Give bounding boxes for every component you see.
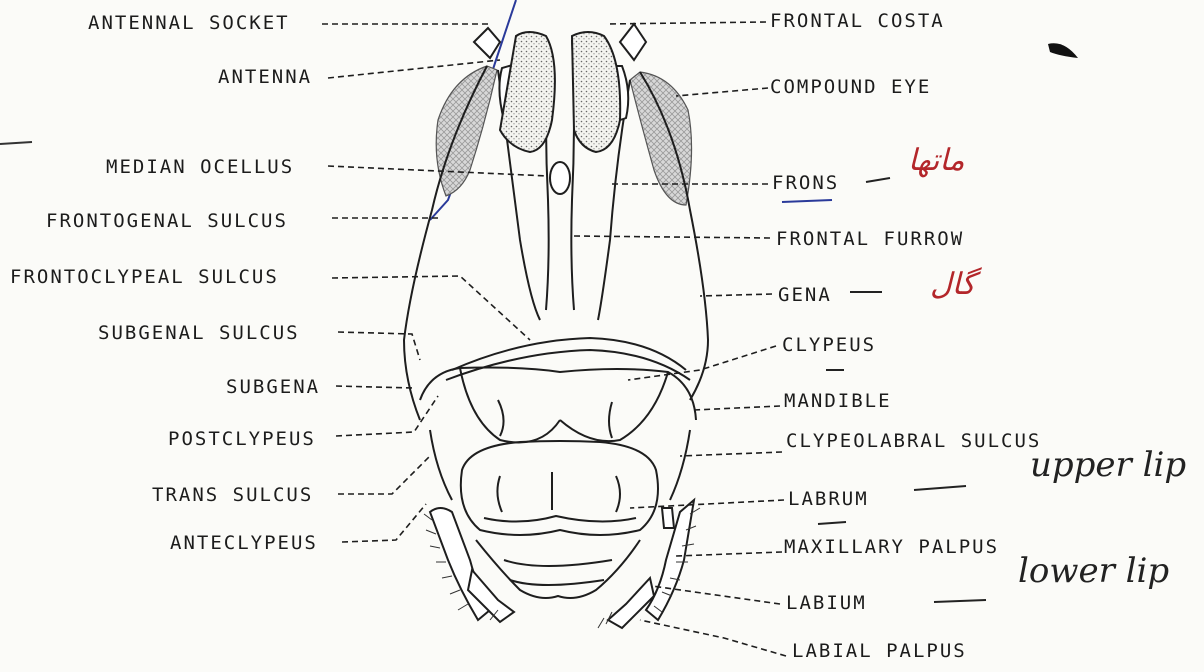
label-labial-palpus: LABIAL PALPUS bbox=[792, 642, 967, 661]
ink-blot bbox=[1048, 43, 1078, 58]
label-labium: LABIUM bbox=[786, 594, 867, 613]
note-labrum: upper lip bbox=[1030, 448, 1186, 482]
label-frons: FRONS bbox=[772, 174, 839, 193]
note-gena: گال bbox=[930, 270, 975, 300]
label-frontal-furrow: FRONTAL FURROW bbox=[776, 230, 964, 249]
label-clypeus: CLYPEUS bbox=[782, 336, 876, 355]
label-frontoclypeal-sulcus: FRONTOCLYPEAL SULCUS bbox=[10, 268, 279, 287]
pen-underlines bbox=[782, 200, 832, 202]
label-anteclypeus: ANTECLYPEUS bbox=[170, 534, 318, 553]
label-frontal-costa: FRONTAL COSTA bbox=[770, 12, 945, 31]
label-median-ocellus: MEDIAN OCELLUS bbox=[106, 158, 294, 177]
median-ocellus-shape bbox=[550, 162, 570, 194]
label-subgenal-sulcus: SUBGENAL SULCUS bbox=[98, 324, 300, 343]
label-frontogenal-sulcus: FRONTOGENAL SULCUS bbox=[46, 212, 288, 231]
label-compound-eye: COMPOUND EYE bbox=[770, 78, 931, 97]
label-antennal-socket: ANTENNAL SOCKET bbox=[88, 14, 290, 33]
note-labium: lower lip bbox=[1018, 554, 1169, 588]
label-mandible: MANDIBLE bbox=[784, 392, 892, 411]
label-gena: GENA bbox=[778, 286, 832, 305]
label-postclypeus: POSTCLYPEUS bbox=[168, 430, 316, 449]
margin-dash bbox=[0, 142, 32, 144]
antennae bbox=[474, 24, 646, 152]
label-trans-sulcus: TRANS SULCUS bbox=[152, 486, 313, 505]
label-labrum: LABRUM bbox=[788, 490, 869, 509]
note-frons: ماتھا bbox=[908, 146, 965, 176]
label-subgena: SUBGENA bbox=[226, 378, 320, 397]
labrum-shape bbox=[461, 441, 658, 535]
label-antenna: ANTENNA bbox=[218, 68, 312, 87]
label-maxillary-palpus: MAXILLARY PALPUS bbox=[784, 538, 999, 557]
labium-shape bbox=[476, 540, 640, 598]
label-clypeolabral-sulcus: CLYPEOLABRAL SULCUS bbox=[786, 432, 1041, 451]
